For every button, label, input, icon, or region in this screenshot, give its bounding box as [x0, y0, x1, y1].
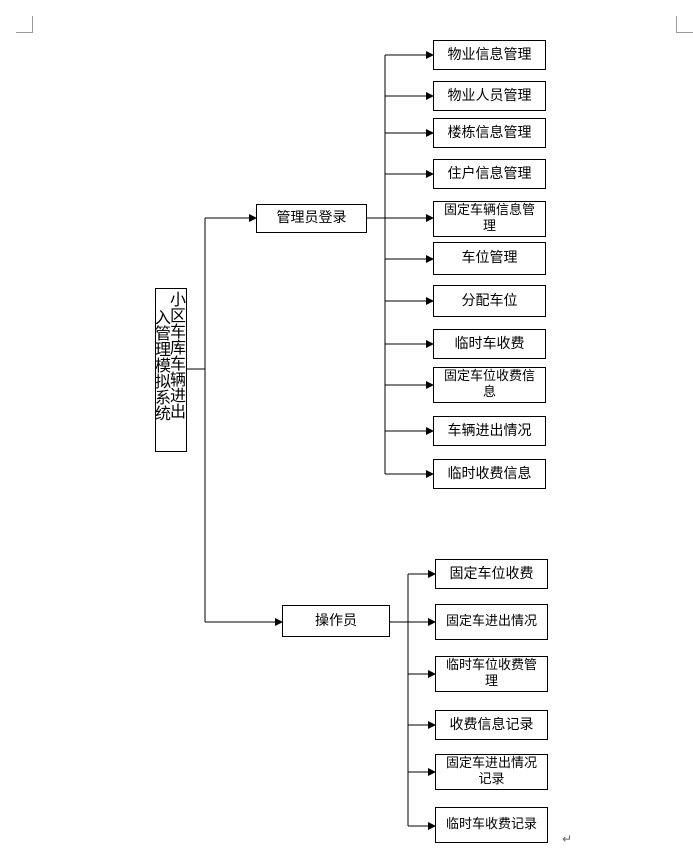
admin-item-fixed-space-fee-info: 固定车位收费信息 — [433, 367, 546, 403]
admin-item-label: 固定车辆信息管理 — [443, 203, 535, 234]
operator-item-fee-record: 收费信息记录 — [435, 710, 548, 740]
admin-login-node: 管理员登录 — [256, 204, 367, 233]
operator-node: 操作员 — [282, 605, 390, 637]
operator-item-fixed-in-out-record: 固定车进出情况记录 — [435, 754, 548, 790]
admin-item-building-info: 楼栋信息管理 — [433, 118, 546, 148]
operator-label: 操作员 — [315, 612, 357, 629]
admin-item-resident-info: 住户信息管理 — [433, 159, 546, 189]
operator-item-label: 固定车进出情况记录 — [445, 756, 537, 787]
page-corner-top-left — [16, 16, 33, 33]
admin-item-temp-fee: 临时车收费 — [433, 329, 546, 359]
operator-item-label: 固定车进出情况 — [445, 614, 537, 629]
operator-item-temp-space-fee: 临时车位收费管理 — [435, 656, 548, 692]
operator-item-fixed-space-fee: 固定车位收费 — [435, 559, 548, 589]
operator-item-fixed-in-out: 固定车进出情况 — [435, 604, 548, 640]
operator-item-label: 收费信息记录 — [449, 716, 534, 733]
admin-login-label: 管理员登录 — [276, 210, 347, 226]
operator-item-temp-fee-record: 临时车收费记录 — [435, 807, 548, 843]
admin-item-label: 临时车收费 — [454, 335, 525, 352]
admin-item-label: 车位管理 — [461, 250, 518, 266]
operator-item-label: 固定车位收费 — [449, 565, 534, 582]
admin-item-label: 物业信息管理 — [447, 46, 532, 63]
operator-item-label: 临时车收费记录 — [445, 817, 537, 832]
admin-item-temp-fee-info: 临时收费信息 — [433, 459, 546, 489]
admin-item-space-mgmt: 车位管理 — [433, 242, 546, 275]
admin-item-property-staff: 物业人员管理 — [433, 81, 546, 111]
admin-item-label: 楼栋信息管理 — [447, 124, 532, 141]
root-title-line-1: 小区车库车辆进出 — [167, 291, 186, 419]
admin-item-label: 物业人员管理 — [447, 87, 532, 104]
operator-item-label: 临时车位收费管理 — [445, 658, 537, 689]
admin-item-assign-space: 分配车位 — [433, 285, 546, 317]
page-corner-top-right — [676, 16, 693, 33]
paragraph-mark: ↵ — [562, 832, 573, 846]
admin-item-vehicle-in-out: 车辆进出情况 — [433, 416, 546, 446]
admin-item-label: 固定车位收费信息 — [443, 369, 535, 400]
admin-item-label: 临时收费信息 — [447, 465, 532, 482]
admin-item-fixed-vehicle-info: 固定车辆信息管理 — [433, 201, 546, 237]
root-title-line-2: 入管理模拟系统 — [152, 309, 171, 421]
admin-item-label: 住户信息管理 — [447, 165, 532, 182]
admin-item-property-info: 物业信息管理 — [433, 40, 546, 70]
admin-item-label: 分配车位 — [461, 292, 518, 309]
root-node-box: 小区车库车辆进出 入管理模拟系统 — [152, 288, 187, 452]
admin-item-label: 车辆进出情况 — [447, 422, 532, 439]
